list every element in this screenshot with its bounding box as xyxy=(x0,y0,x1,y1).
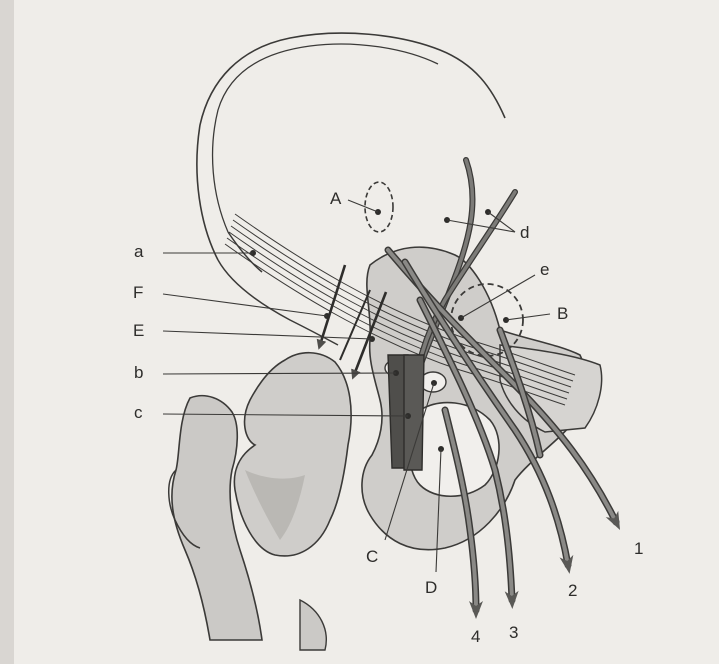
label-F: F xyxy=(133,284,143,301)
label-b: b xyxy=(134,364,143,381)
label-e: e xyxy=(540,261,549,278)
label-2: 2 xyxy=(568,582,577,599)
label-E: E xyxy=(133,322,144,339)
label-1: 1 xyxy=(634,540,643,557)
page-edge-shadow xyxy=(0,0,14,664)
label-c: c xyxy=(134,404,143,421)
label-4: 4 xyxy=(471,628,480,645)
label-D: D xyxy=(425,579,437,596)
label-d: d xyxy=(520,224,529,241)
label-C: C xyxy=(366,548,378,565)
dark-muscle-band-2 xyxy=(404,355,424,470)
label-B: B xyxy=(557,305,568,322)
label-3: 3 xyxy=(509,624,518,641)
label-A: A xyxy=(330,190,341,207)
label-a: a xyxy=(134,243,143,260)
